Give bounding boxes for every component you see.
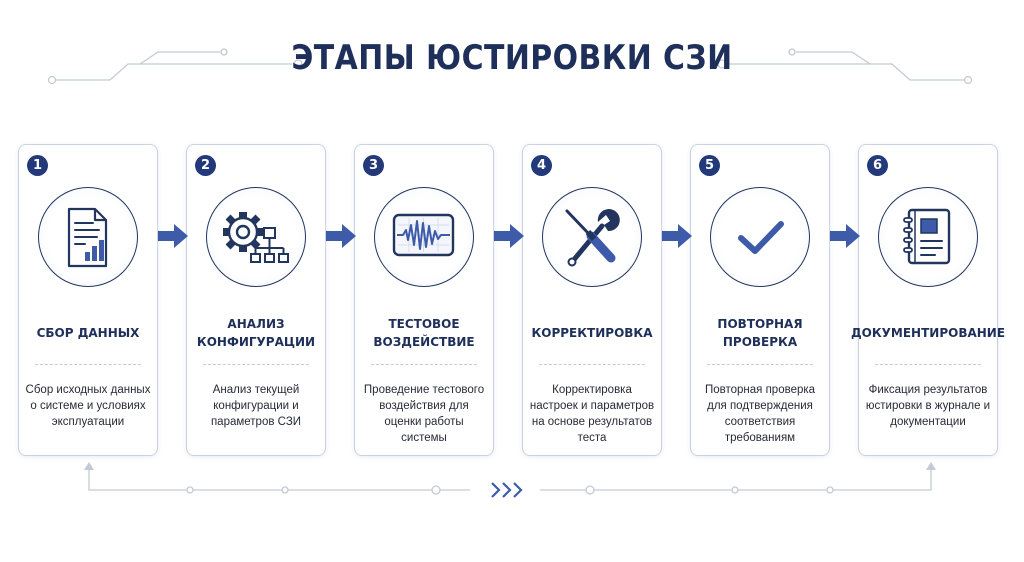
- flow-arrow-icon: [830, 224, 860, 248]
- dashed-divider: [539, 364, 645, 365]
- checkmark-icon: [710, 187, 810, 287]
- forward-chevrons-icon: [491, 482, 523, 498]
- flow-arrow-icon: [326, 224, 356, 248]
- step-description: Сбор исходных данных о системе и условия…: [25, 384, 151, 428]
- step-number-badge: 2: [195, 155, 216, 176]
- flow-arrow-icon: [158, 224, 188, 248]
- flow-arrow-icon: [494, 224, 524, 248]
- step-number-badge: 1: [27, 155, 48, 176]
- document-chart-icon: [38, 187, 138, 287]
- dashed-divider: [35, 364, 141, 365]
- step-number-badge: 6: [867, 155, 888, 176]
- step-description: Фиксация результатов юстировки в журнале…: [865, 384, 991, 428]
- step-title: КОРРЕКТИРОВКА: [531, 326, 653, 340]
- dashed-divider: [371, 364, 477, 365]
- step-number-badge: 3: [363, 155, 384, 176]
- step-description: Анализ текущей конфигурации и параметров…: [210, 384, 302, 428]
- step-title: ПОВТОРНАЯ ПРОВЕРКА: [717, 317, 803, 349]
- step-description: Корректировка настроек и параметров на о…: [529, 384, 655, 444]
- page-title: ЭТАПЫ ЮСТИРОВКИ СЗИ: [291, 38, 733, 78]
- step-number-badge: 4: [531, 155, 552, 176]
- step-number-badge: 5: [699, 155, 720, 176]
- flow-arrow-icon: [662, 224, 692, 248]
- dashed-divider: [707, 364, 813, 365]
- step-description: Проведение тестового воздействия для оце…: [363, 384, 485, 444]
- dashed-divider: [875, 364, 981, 365]
- step-title: АНАЛИЗ КОНФИГУРАЦИИ: [196, 317, 316, 349]
- oscilloscope-icon: [374, 187, 474, 287]
- journal-icon: [878, 187, 978, 287]
- step-title: ДОКУМЕНТИРОВАНИЕ: [850, 326, 1006, 340]
- dashed-divider: [203, 364, 309, 365]
- step-title: ТЕСТОВОЕ ВОЗДЕЙСТВИЕ: [373, 317, 475, 349]
- step-description: Повторная проверка для подтверждения соо…: [704, 384, 816, 444]
- step-title: СБОР ДАННЫХ: [36, 326, 140, 340]
- wrench-screwdriver-icon: [542, 187, 642, 287]
- gear-network-icon: [206, 187, 306, 287]
